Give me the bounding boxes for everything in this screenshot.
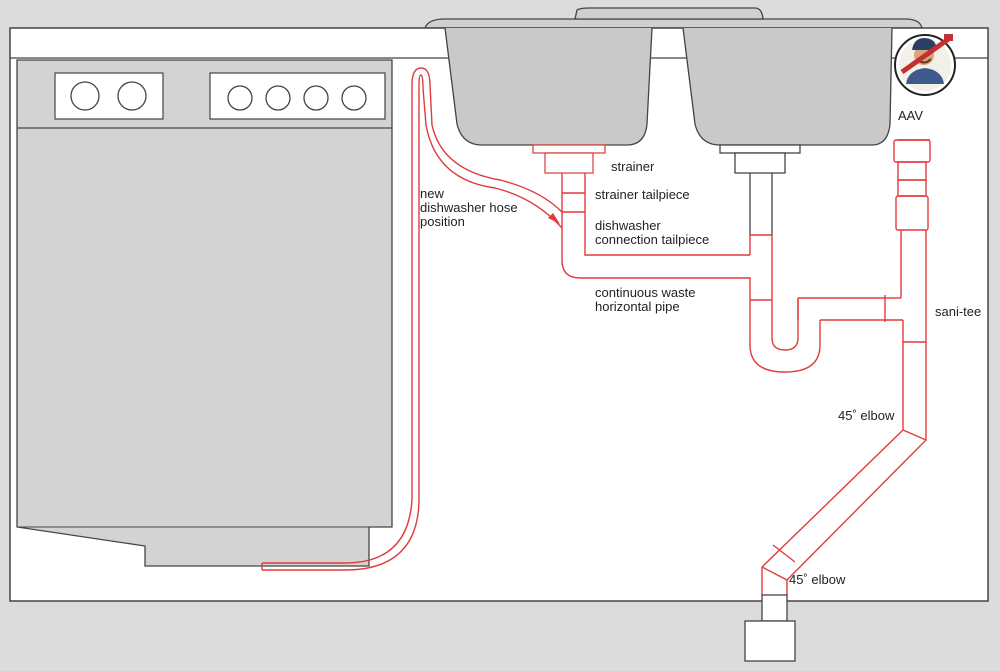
sink-bowl-right xyxy=(682,27,893,146)
control-knob xyxy=(341,85,367,111)
label-dw-connection-line2: connection tailpiece xyxy=(595,232,709,247)
dishwasher xyxy=(16,59,393,567)
label-elbow-upper: 45˚ elbow xyxy=(838,408,895,423)
sink-rim xyxy=(424,7,923,29)
label-elbow-lower: 45˚ elbow xyxy=(789,572,846,587)
label-new-hose-line1: new xyxy=(420,186,444,201)
label-continuous-waste-line1: continuous waste xyxy=(595,285,695,300)
strainer-right xyxy=(719,144,801,154)
label-sani-tee: sani-tee xyxy=(935,304,981,319)
strainer-left xyxy=(532,144,606,154)
right-tailpiece xyxy=(749,173,773,235)
label-strainer: strainer xyxy=(611,159,655,174)
control-knob xyxy=(303,85,329,111)
plumber-mascot-icon xyxy=(894,34,956,96)
control-knob xyxy=(227,85,253,111)
label-new-hose-line2: dishwasher hose xyxy=(420,200,518,215)
control-knob xyxy=(265,85,291,111)
control-knob xyxy=(117,81,147,111)
label-strainer-tailpiece: strainer tailpiece xyxy=(595,187,690,202)
control-knob xyxy=(70,81,100,111)
floor-drain xyxy=(744,594,796,662)
label-continuous-waste-line2: horizontal pipe xyxy=(595,299,680,314)
hose-arrow xyxy=(548,213,560,224)
label-new-hose-line3: position xyxy=(420,214,465,229)
strainer-left-body xyxy=(544,152,594,174)
label-aav: AAV xyxy=(898,108,923,123)
strainer-right-body xyxy=(734,152,786,174)
label-dw-connection-line1: dishwasher xyxy=(595,218,661,233)
sink-bowl-left xyxy=(444,27,653,146)
drain-pipes xyxy=(261,67,931,595)
